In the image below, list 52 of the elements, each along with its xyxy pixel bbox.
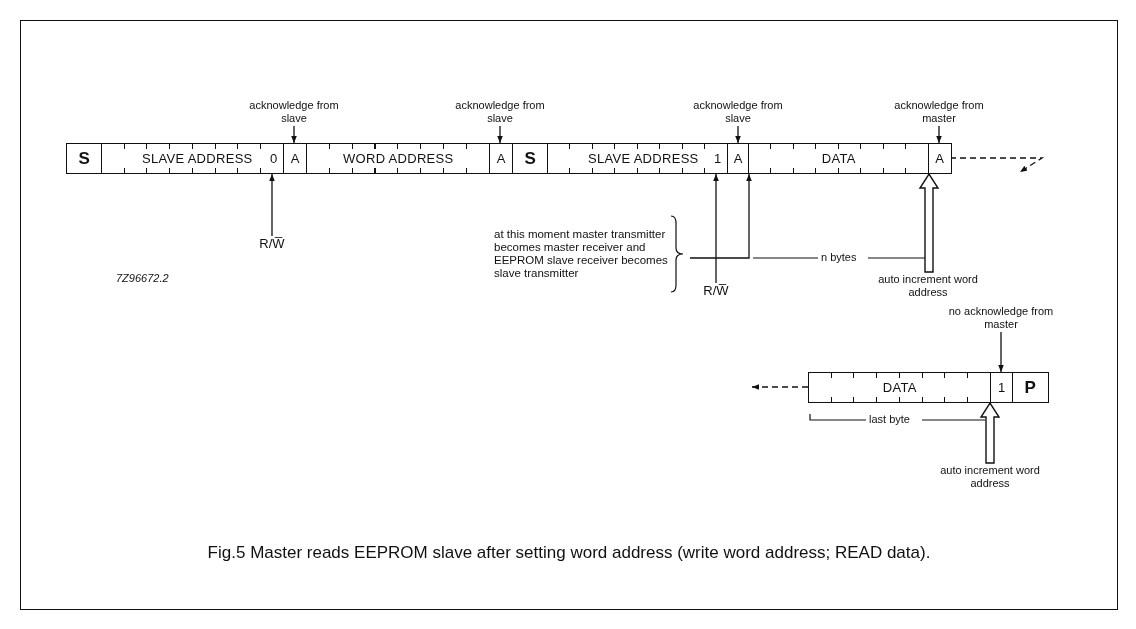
dashed-arrow (751, 384, 809, 390)
field-label: A (733, 151, 743, 166)
frame-field (727, 143, 750, 174)
figure-caption: Fig.5 Master reads EEPROM slave after setting word address (write word address; READ data). (206, 543, 932, 563)
field-label: 1 (998, 380, 1006, 395)
field-label: WORD ADDRESS (343, 151, 454, 166)
frame-field (101, 143, 285, 174)
annotation-text: acknowledge from slave (455, 99, 545, 125)
frame-field (547, 143, 729, 174)
annotation-text: acknowledge from master (893, 99, 985, 125)
field-label: A (290, 151, 300, 166)
arrow (689, 173, 752, 259)
hollow-arrow (918, 172, 940, 273)
annotation-text: R/W̅ (259, 236, 285, 252)
field-label: A (935, 151, 945, 166)
field-label: A (496, 151, 506, 166)
hollow-arrow (979, 401, 1001, 464)
frame-field (808, 372, 992, 403)
dimension-label: last byte (866, 413, 913, 425)
arrow (936, 125, 942, 144)
bit-value: 0 (269, 151, 278, 166)
dimension-label: n bytes (818, 251, 860, 263)
frame-field (66, 143, 103, 174)
annotation-text: R/W̅ (703, 283, 729, 299)
frame-field (306, 143, 491, 174)
annotation-text: at this moment master transmitter becomes master receiver and EEPROM slave receiver becomes slave transmitter (494, 227, 669, 281)
arrow (735, 125, 741, 144)
frame-field (748, 143, 930, 174)
arrow (998, 331, 1004, 373)
bit-value: 1 (713, 151, 722, 166)
field-label: P (1024, 377, 1037, 398)
annotation-text: auto increment word address (940, 464, 1040, 490)
frame-field (990, 372, 1014, 403)
annotation-text: acknowledge from slave (693, 99, 783, 125)
arrow (497, 125, 503, 144)
arrow (291, 125, 297, 144)
frame-field (928, 143, 952, 174)
annotation-text: no acknowledge from master (947, 305, 1055, 331)
field-label: DATA (882, 380, 917, 395)
annotation-text: auto increment word address (878, 273, 978, 299)
field-label: S (78, 148, 91, 169)
frame-field (1012, 372, 1049, 403)
field-label: DATA (821, 151, 856, 166)
frame-field (283, 143, 308, 174)
field-label: SLAVE ADDRESS (588, 151, 699, 166)
frame-field (512, 143, 549, 174)
arrow (713, 173, 719, 284)
field-label: SLAVE ADDRESS (142, 151, 253, 166)
frame-field (489, 143, 514, 174)
annotation-text: acknowledge from slave (249, 99, 339, 125)
arrow (269, 173, 275, 237)
field-label: S (524, 148, 537, 169)
